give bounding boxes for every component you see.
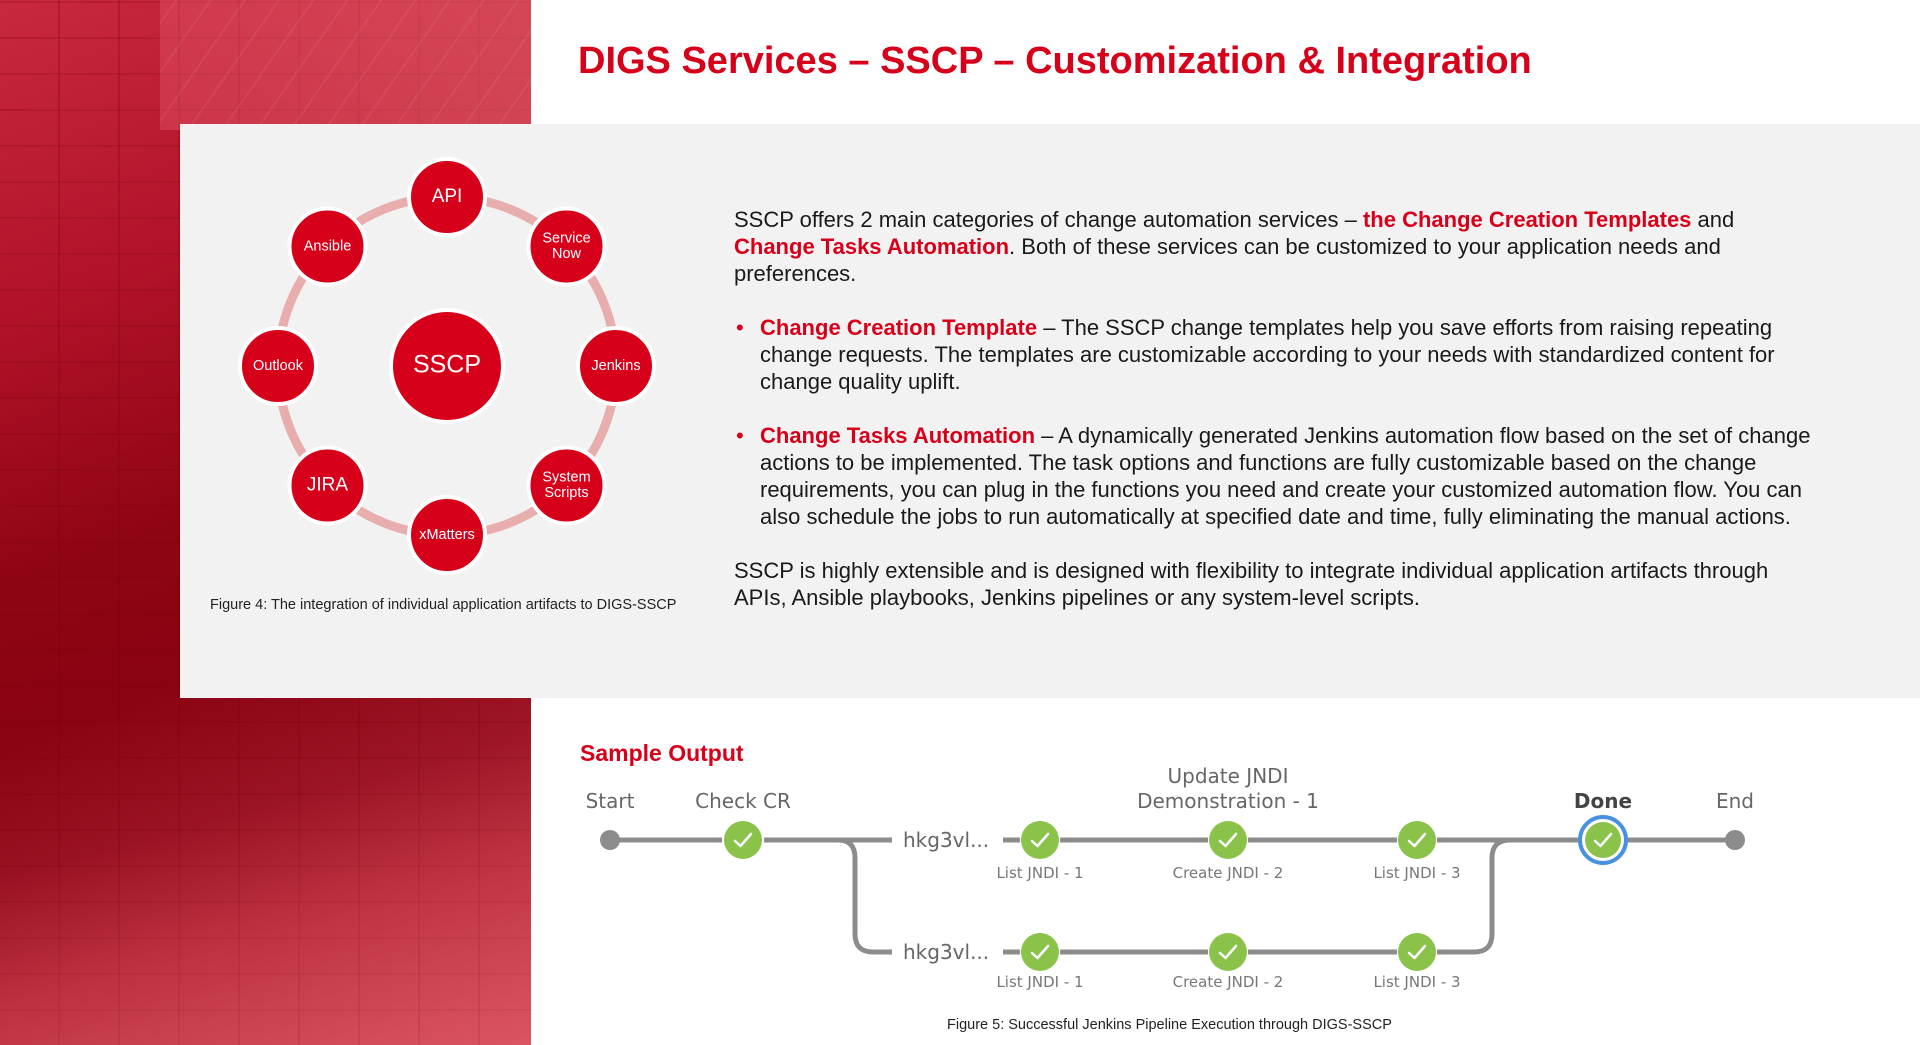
- node-sscp-center: SSCP: [389, 308, 505, 424]
- stage-node-done[interactable]: [1578, 815, 1628, 865]
- intro-text: SSCP offers 2 main categories of change …: [734, 207, 1363, 232]
- node-ansible-label: Ansible: [304, 238, 352, 254]
- connector-fork-branch2: [837, 837, 892, 955]
- success-status-icon: [724, 821, 762, 859]
- check-icon: [1593, 832, 1613, 848]
- branch-2-name[interactable]: hkg3vl...: [903, 940, 989, 964]
- node-jenkins-circle: [576, 326, 656, 406]
- closing-paragraph: SSCP is highly extensible and is designe…: [734, 558, 1769, 610]
- connector-branch2-merge: [1437, 837, 1540, 955]
- node-ansible: Ansible: [287, 206, 368, 287]
- step-node-branch2-2[interactable]: [1209, 933, 1247, 971]
- list-item-change-tasks-automation: • Change Tasks Automation – A dynamically…: [734, 422, 1814, 530]
- node-system-scripts-label: System: [542, 470, 590, 486]
- check-icon: [1030, 832, 1050, 848]
- background-glass-facade: [160, 0, 531, 130]
- success-status-icon: [1585, 822, 1621, 858]
- step-node-branch1-2[interactable]: [1209, 821, 1247, 859]
- node-outlook: Outlook: [238, 326, 318, 406]
- step-label: List JNDI - 1: [996, 973, 1083, 991]
- bullet-icon: •: [736, 315, 744, 340]
- step-label: List JNDI - 3: [1373, 864, 1460, 882]
- node-service-now-circle: [526, 206, 607, 287]
- node-jira-circle: [287, 445, 368, 526]
- success-status-icon: [1398, 821, 1436, 859]
- stage-node-check-cr[interactable]: [724, 821, 762, 859]
- step-node-branch1-1[interactable]: [1021, 821, 1059, 859]
- step-node-branch2-3[interactable]: [1398, 933, 1436, 971]
- sample-output-heading: Sample Output: [580, 740, 744, 766]
- node-api-label: API: [432, 186, 463, 207]
- bullet-text: – A dynamically generated Jenkins automa…: [760, 423, 1811, 529]
- step-label: List JNDI - 1: [996, 864, 1083, 882]
- node-service-now-label: Service: [542, 231, 590, 247]
- intro-text-and: and: [1691, 207, 1735, 232]
- success-status-icon: [1209, 821, 1247, 859]
- step-label: Create JNDI - 2: [1173, 864, 1284, 882]
- start-node: [600, 830, 620, 850]
- check-icon: [1030, 944, 1050, 960]
- page-title: DIGS Services – SSCP – Customization & I…: [578, 40, 1532, 82]
- intro-paragraph: SSCP offers 2 main categories of change …: [734, 206, 1814, 287]
- step-label: Create JNDI - 2: [1173, 973, 1284, 991]
- background-light-streak: [0, 745, 531, 1045]
- check-icon: [1218, 944, 1238, 960]
- check-icon: [733, 832, 753, 848]
- node-xmatters: xMatters: [407, 495, 487, 575]
- node-sscp-center-label: SSCP: [413, 351, 481, 379]
- stage-label-end: End: [1716, 789, 1754, 813]
- success-status-icon: [1021, 933, 1059, 971]
- node-outlook-circle: [238, 326, 318, 406]
- list-item-change-creation-template: • Change Creation Template – The SSCP cha…: [734, 314, 1814, 395]
- figure-5-caption: Figure 5: Successful Jenkins Pipeline Ex…: [947, 1017, 1392, 1033]
- end-node: [1725, 830, 1745, 850]
- check-icon: [1407, 832, 1427, 848]
- node-jira-label: JIRA: [307, 475, 349, 496]
- check-icon: [1407, 944, 1427, 960]
- node-jenkins-label: Jenkins: [591, 358, 640, 374]
- bullet-text: – The SSCP change templates help you sav…: [760, 315, 1775, 394]
- node-jenkins: Jenkins: [576, 326, 656, 406]
- stage-label-done: Done: [1574, 789, 1632, 813]
- pipeline-connectors: [610, 837, 1735, 955]
- service-list: • Change Creation Template – The SSCP cha…: [734, 314, 1814, 530]
- highlight-change-tasks-automation: Change Tasks Automation: [734, 234, 1010, 259]
- node-xmatters-circle: [407, 495, 487, 575]
- bullet-heading: Change Creation Template: [760, 315, 1038, 340]
- node-jira: JIRA: [287, 445, 368, 526]
- step-label: List JNDI - 3: [1373, 973, 1460, 991]
- stage-label-check-cr: Check CR: [695, 789, 791, 813]
- node-xmatters-label: xMatters: [419, 527, 475, 543]
- step-node-branch2-1[interactable]: [1021, 933, 1059, 971]
- node-system-scripts-label: Scripts: [544, 485, 588, 501]
- node-outlook-label: Outlook: [253, 358, 304, 374]
- description: SSCP offers 2 main categories of change …: [734, 206, 1814, 638]
- highlight-change-creation-templates: the Change Creation Templates: [1362, 207, 1692, 232]
- bullet-icon: •: [736, 423, 744, 448]
- success-status-icon: [1209, 933, 1247, 971]
- pipeline-nodes: [724, 815, 1628, 971]
- bullet-heading: Change Tasks Automation: [760, 423, 1036, 448]
- stage-label-start: Start: [586, 789, 635, 813]
- node-sscp-center-circle: [389, 308, 505, 424]
- stage-label-update-line2: Demonstration - 1: [1137, 789, 1319, 813]
- figure-4-caption: Figure 4: The integration of individual …: [210, 597, 677, 613]
- node-api: API: [407, 157, 487, 237]
- node-system-scripts-circle: [526, 445, 607, 526]
- stage-label-update-line1: Update JNDI: [1168, 764, 1289, 788]
- node-service-now-label: Now: [552, 246, 582, 262]
- success-status-icon: [1021, 821, 1059, 859]
- node-api-circle: [407, 157, 487, 237]
- check-icon: [1218, 832, 1238, 848]
- step-node-branch1-3[interactable]: [1398, 821, 1436, 859]
- success-status-icon: [1398, 933, 1436, 971]
- node-ansible-circle: [287, 206, 368, 287]
- intro-text-end: . Both of these services can be customiz…: [734, 234, 1721, 286]
- branch-1-name[interactable]: hkg3vl...: [903, 828, 989, 852]
